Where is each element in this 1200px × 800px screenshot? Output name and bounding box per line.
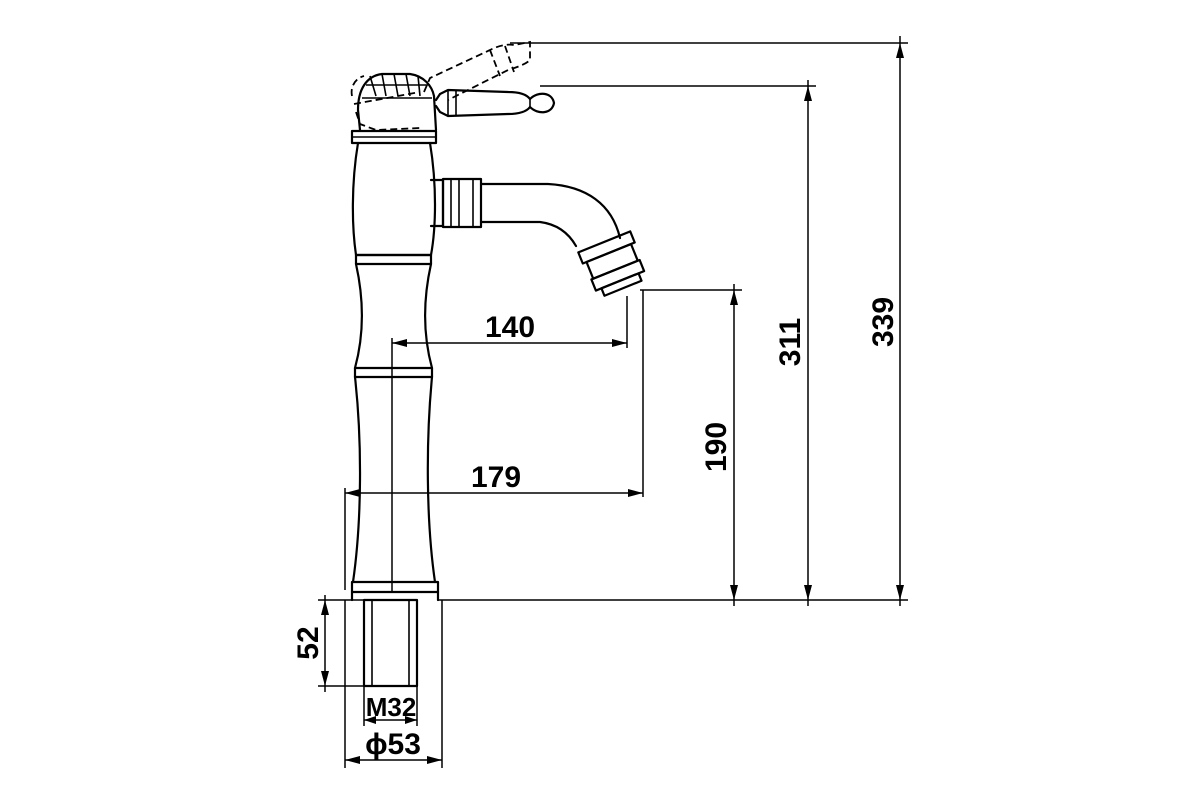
dim-label-311: 311 (774, 318, 807, 366)
lever-solid (434, 88, 556, 118)
bamboo-joint-2 (353, 366, 434, 379)
body-upper-segment (351, 141, 437, 257)
bamboo-joint-1 (354, 253, 433, 266)
body-middle-segment (353, 262, 434, 370)
faucet-outline (350, 129, 440, 688)
dim-label-140: 140 (485, 311, 535, 344)
dim-label-339: 339 (867, 297, 900, 347)
threaded-shank (362, 598, 419, 688)
cartridge-dome (356, 72, 438, 132)
spout-arm (479, 182, 622, 248)
handle-assembly (350, 40, 556, 132)
dim-label-179: 179 (471, 461, 521, 494)
dim-label-190: 190 (700, 422, 733, 472)
dim-label-phi53: ϕ53 (365, 728, 421, 761)
dim-label-m32: M32 (366, 692, 417, 722)
spout-nut (441, 177, 483, 229)
spout-collar (429, 178, 445, 228)
base-flange (350, 580, 440, 594)
cartridge-dashed (350, 75, 421, 131)
dim-label-52: 52 (292, 626, 325, 659)
spout (429, 177, 646, 297)
dimension-lines (318, 36, 908, 768)
aerator (577, 230, 646, 297)
body-lower-segment (351, 375, 437, 584)
